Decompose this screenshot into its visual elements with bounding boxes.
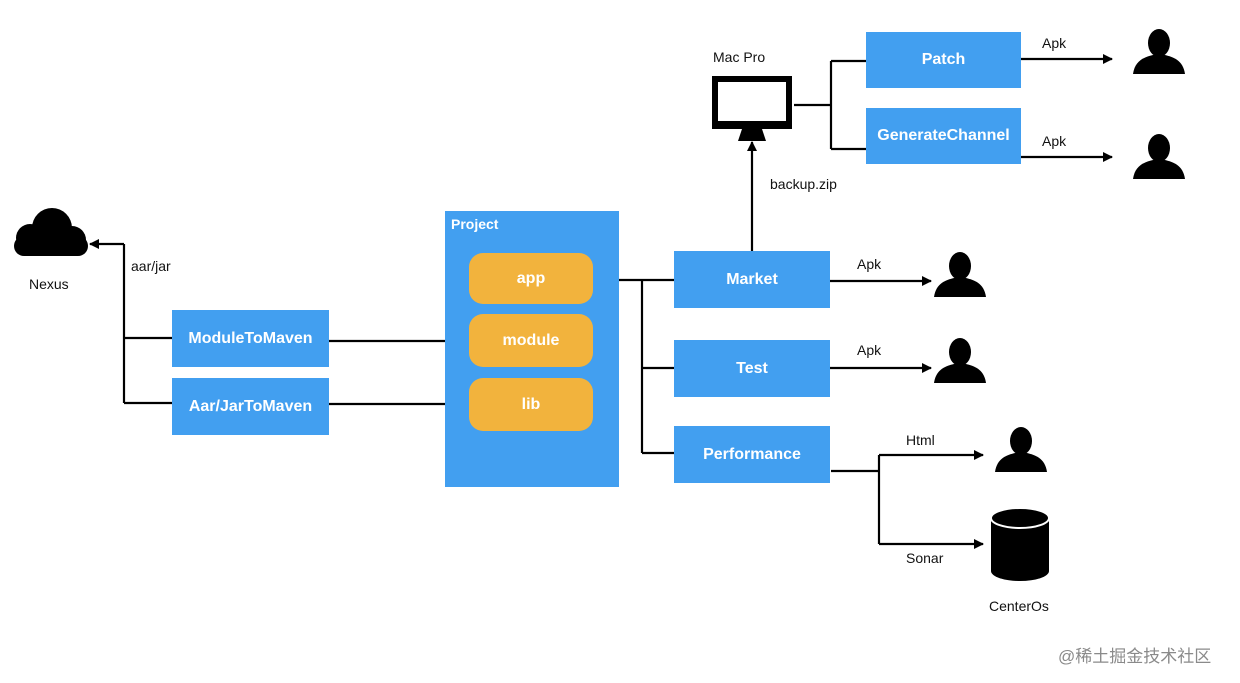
html-label: Html <box>906 432 935 448</box>
mac-pro-label: Mac Pro <box>713 49 766 65</box>
test-box[interactable]: Test <box>674 340 830 397</box>
apk-label: Apk <box>1042 35 1067 51</box>
user-icon <box>995 427 1047 472</box>
aar-jar-label: aar/jar <box>131 258 171 274</box>
apk-label: Apk <box>857 342 882 358</box>
project-title: Project <box>451 216 499 232</box>
apk-label: Apk <box>857 256 882 272</box>
generate-channel-box[interactable]: GenerateChannel <box>866 108 1021 164</box>
lib-pill[interactable]: lib <box>469 378 593 431</box>
user-icon <box>934 338 986 383</box>
center-os-label: CenterOs <box>989 598 1049 614</box>
market-box[interactable]: Market <box>674 251 830 308</box>
user-icon <box>934 252 986 297</box>
user-icon <box>1133 29 1185 74</box>
nexus-label: Nexus <box>29 276 69 292</box>
cloud-icon <box>14 208 88 256</box>
apk-label: Apk <box>1042 133 1067 149</box>
patch-box[interactable]: Patch <box>866 32 1021 88</box>
module-pill[interactable]: module <box>469 314 593 367</box>
backup-zip-label: backup.zip <box>770 176 837 192</box>
performance-box[interactable]: Performance <box>674 426 830 483</box>
module-to-maven-box[interactable]: ModuleToMaven <box>172 310 329 367</box>
aar-jar-to-maven-box[interactable]: Aar/JarToMaven <box>172 378 329 435</box>
database-icon <box>990 507 1050 581</box>
app-pill[interactable]: app <box>469 253 593 304</box>
user-icon <box>1133 134 1185 179</box>
sonar-label: Sonar <box>906 550 944 566</box>
watermark: @稀土掘金技术社区 <box>1058 647 1212 666</box>
monitor-icon <box>712 76 792 141</box>
